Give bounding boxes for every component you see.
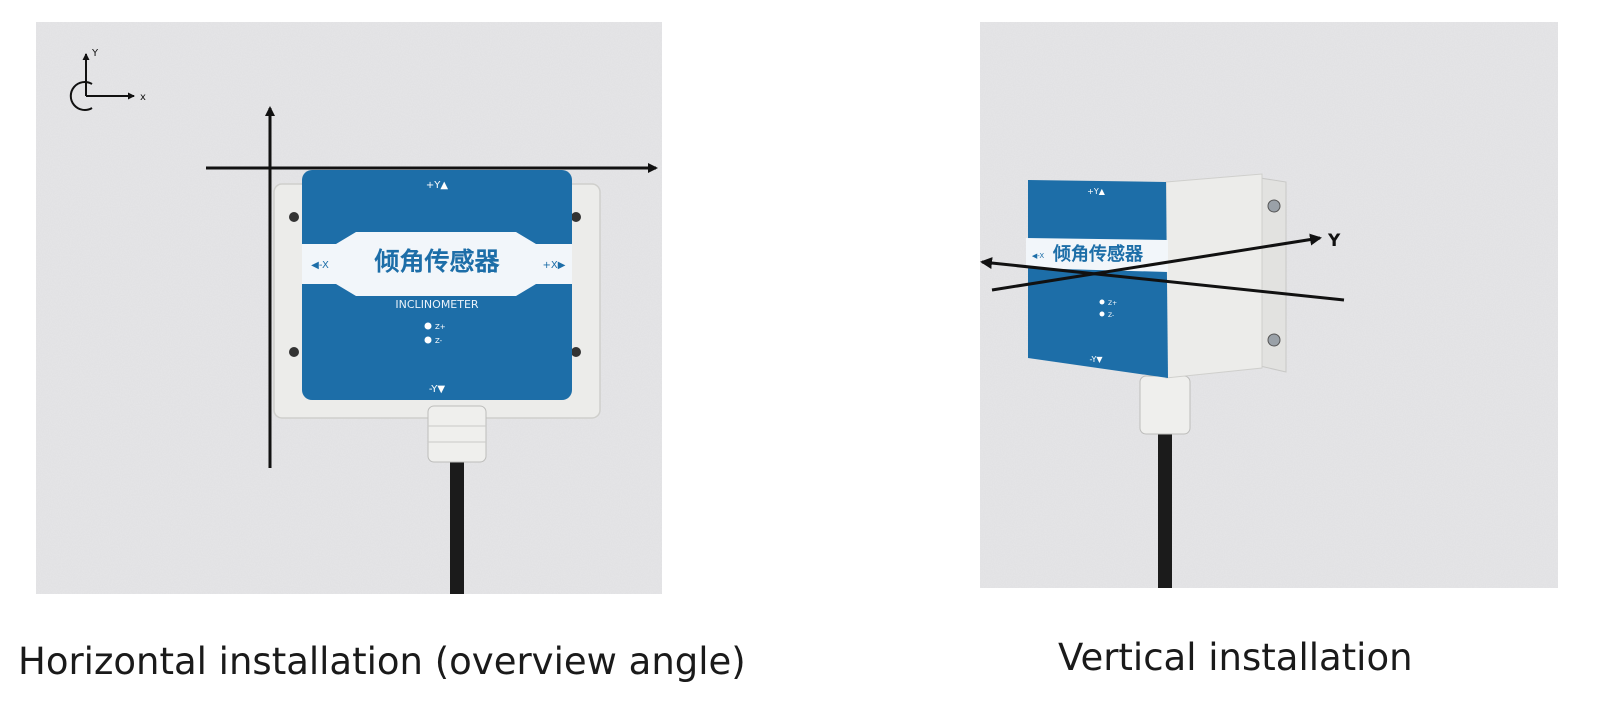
horizontal-installation-caption: Horizontal installation (overview angle) xyxy=(18,640,746,683)
sensor-title-cn: 倾角传感器 xyxy=(373,247,500,276)
sensor-housing xyxy=(1028,180,1168,378)
sensor-cable xyxy=(450,442,464,594)
axis-arrow-y xyxy=(991,233,1322,292)
led-z-plus-icon xyxy=(424,322,432,330)
label-plus-x: +X▶ xyxy=(543,260,566,271)
label-minus-x: ◀-X xyxy=(311,260,329,271)
led-z-minus-label: Z- xyxy=(1108,312,1114,319)
cable-gland xyxy=(1139,375,1191,435)
sensor-label-band xyxy=(302,232,572,296)
mounting-screw-icon xyxy=(289,212,299,222)
sensor-title-cn: 倾角传感器 xyxy=(1052,243,1144,265)
led-z-plus-icon xyxy=(1099,299,1105,305)
mounting-screw-icon xyxy=(289,347,299,357)
horizontal-installation-photo: Y x 倾角传感器 INCLINOMETER +Y▲ -Y▼ ◀-X +X▶ Z… xyxy=(36,22,662,594)
horizontal-installation-illustration: Y x 倾角传感器 INCLINOMETER +Y▲ -Y▼ ◀-X +X▶ Z… xyxy=(36,22,662,594)
label-minus-y: -Y▼ xyxy=(429,384,446,395)
vertical-installation-photo: 倾角传感器 +Y▲ -Y▼ ◀-X Z+ Z- Y xyxy=(980,22,1558,588)
axis-legend-icon xyxy=(69,53,135,111)
vertical-installation-caption: Vertical installation xyxy=(1058,636,1413,679)
sensor-label-band xyxy=(1026,238,1168,272)
sensor-enclosure-side xyxy=(1165,173,1263,379)
axis-legend-x-label: x xyxy=(140,92,146,103)
cable-gland xyxy=(427,405,487,463)
axis-y-label: Y xyxy=(1327,231,1341,251)
mounting-screw-icon xyxy=(1267,333,1281,347)
axis-arrow-left xyxy=(980,257,1345,302)
axis-legend-y-label: Y xyxy=(91,48,99,59)
led-z-plus-label: Z+ xyxy=(1108,300,1117,307)
label-top: +Y▲ xyxy=(1087,187,1106,196)
mounting-screw-icon xyxy=(571,212,581,222)
label-bottom: -Y▼ xyxy=(1090,355,1104,364)
vertical-installation-illustration: 倾角传感器 +Y▲ -Y▼ ◀-X Z+ Z- Y xyxy=(980,22,1558,588)
sensor-title-en: INCLINOMETER xyxy=(395,298,479,311)
led-z-minus-label: Z- xyxy=(435,337,443,345)
label-left: ◀-X xyxy=(1032,252,1045,260)
sensor-cable xyxy=(1158,422,1172,588)
mounting-screw-icon xyxy=(571,347,581,357)
label-plus-y: +Y▲ xyxy=(426,180,448,191)
led-z-minus-icon xyxy=(1099,311,1105,317)
mounting-screw-icon xyxy=(1267,199,1281,213)
led-z-minus-icon xyxy=(424,336,432,344)
led-z-plus-label: Z+ xyxy=(435,323,446,331)
